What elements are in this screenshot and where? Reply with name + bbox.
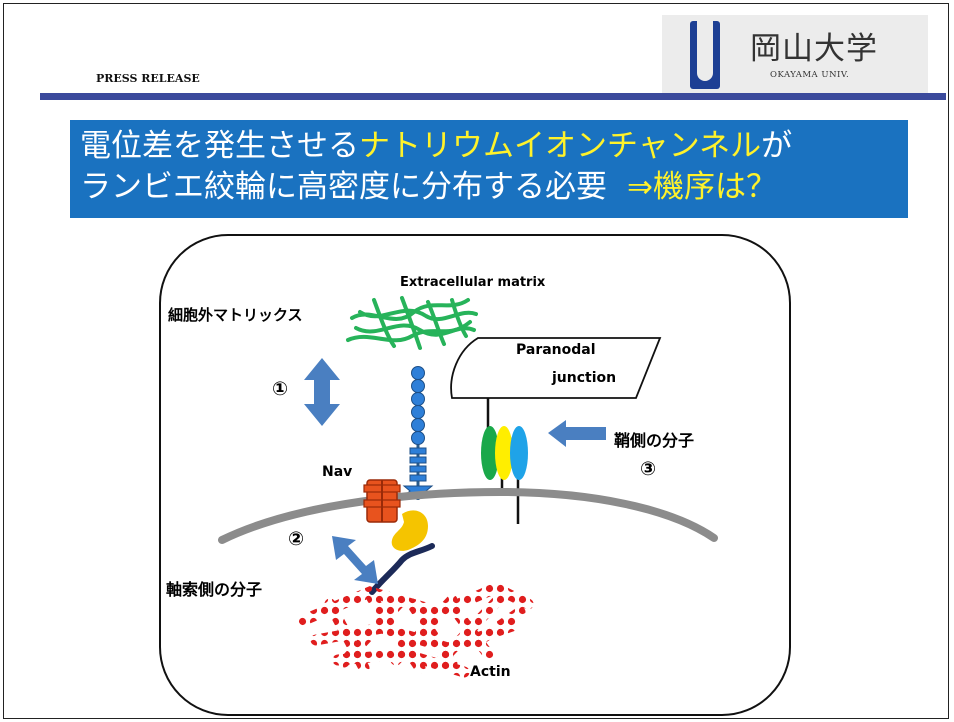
paranodal-label: Paranodal — [516, 342, 596, 358]
marker-3: ③ — [640, 458, 657, 480]
title-text: ランビエ絞輪に高密度に分布する必要 — [80, 169, 607, 205]
diagram-border — [159, 234, 791, 716]
marker-2: ② — [288, 528, 305, 550]
title-line-2: ランビエ絞輪に高密度に分布する必要 ⇒機序は？ — [80, 167, 898, 208]
receptor-stalk-icon — [402, 366, 434, 500]
sheath-molecule-label: 鞘側の分子 — [614, 431, 695, 450]
nav-channel-icon — [363, 479, 401, 523]
ankyrin-icon — [391, 510, 428, 551]
sheath-molecules-icon — [481, 398, 528, 524]
spectrin-icon — [369, 543, 435, 595]
interaction-arrow-1-icon — [304, 358, 340, 426]
ecm-label-en: Extracellular matrix — [400, 275, 546, 290]
logo-name-jp: 岡山大学 — [750, 31, 878, 67]
title-text: 電位差を発生させる — [80, 128, 359, 164]
marker-1: ① — [272, 378, 289, 400]
logo-name-en: OKAYAMA UNIV. — [770, 70, 850, 80]
university-logo: 岡山大学 OKAYAMA UNIV. — [662, 15, 928, 93]
extracellular-matrix-icon — [346, 296, 478, 350]
header-rule — [40, 93, 946, 100]
logo-mark-icon — [690, 21, 720, 89]
title-highlight: ⇒機序は？ — [627, 169, 777, 205]
actin-label: Actin — [470, 664, 511, 680]
press-release-label: PRESS RELEASE — [96, 72, 200, 85]
actin-network-icon — [298, 581, 534, 678]
junction-label: junction — [552, 370, 617, 386]
ecm-label-jp: 細胞外マトリックス — [168, 306, 303, 324]
title-text: が — [761, 128, 793, 164]
axon-molecule-label: 軸索側の分子 — [166, 580, 263, 599]
slide-title: 電位差を発生させるナトリウムイオンチャンネルが ランビエ絞輪に高密度に分布する必… — [70, 120, 908, 218]
paranodal-junction-shape — [450, 337, 662, 399]
interaction-arrow-2-icon — [332, 536, 378, 584]
nav-label: Nav — [322, 464, 353, 480]
slide-frame — [3, 3, 949, 719]
interaction-arrow-3-icon — [548, 420, 606, 447]
title-highlight: ナトリウムイオンチャンネル — [359, 128, 762, 164]
title-line-1: 電位差を発生させるナトリウムイオンチャンネルが — [80, 126, 898, 167]
cell-membrane — [218, 487, 718, 544]
